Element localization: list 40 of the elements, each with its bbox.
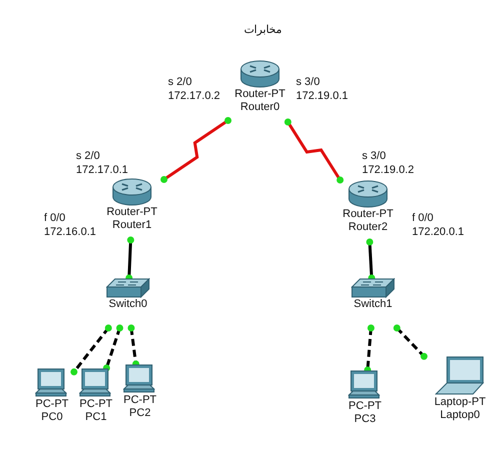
interface-label: f 0/0 [44, 212, 66, 225]
interface-label: f 0/0 [412, 212, 434, 225]
network-cable [128, 324, 140, 368]
device-label: Router-PT [234, 88, 286, 101]
device-label: Router0 [240, 101, 280, 114]
device-label: Router-PT [342, 208, 394, 221]
device-label: Switch0 [108, 298, 148, 311]
device-label: Router1 [112, 219, 152, 232]
interface-label: s 3/0 [296, 76, 320, 89]
network-cable [70, 324, 112, 376]
device-label: PC0 [41, 411, 63, 424]
network-cable [393, 324, 428, 360]
device-label: PC1 [85, 411, 107, 424]
device-label: Router-PT [106, 206, 158, 219]
interface-label: 172.17.0.1 [76, 164, 128, 177]
serial-link [160, 117, 232, 183]
device-label: PC-PT [124, 394, 156, 407]
device-label: PC3 [354, 413, 376, 426]
device-label: PC2 [129, 407, 151, 420]
network-cable [126, 236, 134, 282]
interface-label: 172.19.0.1 [296, 90, 348, 103]
network-cable [364, 324, 374, 374]
interface-label: s 2/0 [168, 76, 192, 89]
serial-link [284, 118, 344, 184]
device-label: PC-PT [80, 398, 112, 411]
interface-label: s 3/0 [362, 150, 386, 163]
interface-label: 172.19.0.2 [362, 164, 414, 177]
device-label: Switch1 [354, 298, 392, 311]
interface-label: 172.20.0.1 [412, 226, 464, 239]
device-label: PC-PT [36, 398, 68, 411]
interface-label: 172.16.0.1 [44, 226, 96, 239]
interface-label: s 2/0 [76, 150, 100, 163]
device-label: PC-PT [348, 400, 382, 413]
note-text: مخابرات [244, 24, 282, 37]
device-label: Laptop0 [440, 409, 480, 422]
device-label: Laptop-PT [434, 396, 486, 409]
interface-label: 172.17.0.2 [168, 90, 220, 103]
network-cable [366, 238, 376, 282]
network-cable [103, 324, 124, 372]
device-label: Router2 [348, 221, 388, 234]
